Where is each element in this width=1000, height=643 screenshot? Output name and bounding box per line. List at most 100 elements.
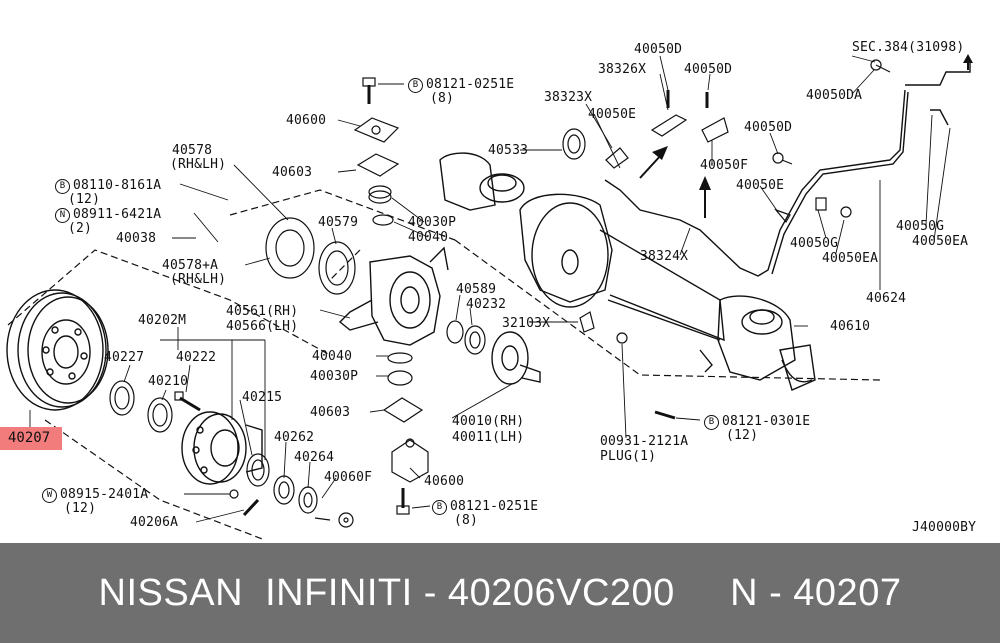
breather-32103X	[579, 311, 595, 333]
callout-c40: 40610	[830, 319, 870, 334]
callout-text: 32103X	[502, 316, 551, 331]
breather-tube	[604, 60, 971, 277]
callout-c32: (RH&LH)	[170, 272, 226, 287]
seal-40579	[318, 241, 356, 295]
callout-c56: 40600	[424, 474, 464, 489]
callout-text: 40030P	[310, 369, 359, 384]
nut-40264	[298, 486, 318, 514]
callout-text: 40603	[310, 405, 351, 420]
callout-c25: 40040	[408, 230, 448, 245]
callout-text: 40040	[312, 349, 353, 364]
callout-text: 40060F	[324, 470, 373, 485]
callout-c44: 40210	[148, 374, 188, 389]
callout-text: 40227	[104, 350, 145, 365]
diagram-artwork	[6, 54, 973, 541]
callout-text: 38323X	[544, 90, 593, 105]
callout-text: (12)	[726, 428, 759, 443]
callout-c49: 40011(LH)	[452, 430, 524, 445]
bolt-40222	[174, 391, 201, 412]
callout-c37: 40566(LH)	[226, 319, 298, 334]
ref-code: J40000BY	[912, 520, 977, 535]
leader-lines	[29, 55, 951, 523]
callout-text: 40578	[172, 143, 213, 158]
callout-text: 40262	[274, 430, 315, 445]
callout-text: 40202M	[138, 313, 187, 328]
callout-c13: (RH&LH)	[170, 157, 226, 172]
clip-40050F	[701, 117, 729, 143]
callout-text: (8)	[430, 91, 455, 106]
callout-c51: (12)	[726, 428, 758, 443]
callout-text: PLUG(1)	[600, 449, 657, 464]
callout-c4: SEC.384(31098)	[852, 40, 964, 55]
callout-text: SEC.384(31098)	[852, 40, 965, 55]
direction-arrows	[639, 60, 969, 218]
callout-text: 40050DA	[806, 88, 863, 103]
callout-text: 40222	[176, 350, 217, 365]
callout-text: 40050G	[790, 236, 839, 251]
callout-text: 40579	[318, 215, 359, 230]
bearing-40210	[147, 397, 173, 433]
callout-text: 40038	[116, 231, 157, 246]
bolt-08121-0301E	[654, 410, 676, 420]
callout-c46: 40215	[242, 390, 282, 405]
callout-text: 08121-0251E	[450, 499, 539, 514]
clip-40050EA	[840, 206, 852, 218]
footer-title: NISSAN INFINITI - 40206VC200 N - 40207	[98, 572, 902, 614]
callout-c55: 40264	[294, 450, 334, 465]
callout-c26: 40050G	[790, 236, 838, 251]
callout-text: 40050F	[700, 158, 749, 173]
callout-text: 40040	[408, 230, 449, 245]
callout-c42: 40222	[176, 350, 216, 365]
callout-text: 40030P	[408, 215, 457, 230]
callout-text: 40050D	[684, 62, 733, 77]
callout-c19: (12)	[68, 192, 100, 207]
highlight-text: 40207	[8, 430, 51, 446]
callout-c59: (12)	[64, 501, 96, 516]
plug-00931	[616, 332, 628, 344]
kingpin-cap-lower	[391, 438, 429, 483]
callout-text: 40050E	[588, 107, 637, 122]
callout-c34: 40232	[466, 297, 506, 312]
clip-38323X	[605, 147, 629, 169]
callout-text: 40589	[456, 282, 497, 297]
kingpin-seal-lower	[387, 352, 413, 364]
callout-c53: 00931-2121A	[600, 434, 688, 449]
bolt-40050DA	[870, 59, 891, 73]
callout-badge: W	[42, 488, 57, 503]
callout-text: (RH&LH)	[170, 272, 227, 287]
callout-c7: 38323X	[544, 90, 592, 105]
callout-text: (8)	[454, 513, 479, 528]
callout-text: 08911-6421A	[73, 207, 162, 222]
callout-text: (2)	[68, 221, 93, 236]
washer-40262	[273, 475, 295, 505]
callout-text: 40264	[294, 450, 335, 465]
callout-c38: 40202M	[138, 313, 186, 328]
callout-text: 08121-0251E	[426, 77, 515, 92]
callout-text: 08121-0301E	[722, 414, 811, 429]
callout-badge: B	[432, 500, 447, 515]
bolt-lower	[396, 488, 410, 515]
callout-text: 40600	[424, 474, 465, 489]
callout-c10: 40050E	[588, 107, 636, 122]
callout-text: 38326X	[598, 62, 647, 77]
brake-rotor	[6, 289, 109, 411]
bearing-40215	[246, 453, 270, 487]
callout-text: 40011(LH)	[452, 430, 525, 445]
seal-40227	[109, 380, 135, 416]
callout-c36: 40561(RH)	[226, 304, 298, 319]
callout-text: 40533	[488, 143, 529, 158]
callout-c6: (8)	[430, 91, 454, 106]
callout-c14: 40533	[488, 143, 528, 158]
callout-c21: (2)	[68, 221, 92, 236]
callout-c29: 40050EA	[822, 251, 878, 266]
callout-c9: 40600	[286, 113, 326, 128]
callout-text: 40566(LH)	[226, 319, 299, 334]
seal-40589	[446, 320, 464, 344]
arrow-head-2	[699, 176, 711, 190]
callout-badge: B	[408, 78, 423, 93]
callout-c1: 40050D	[634, 42, 682, 57]
callout-c15: 40603	[272, 165, 312, 180]
callout-text: (RH&LH)	[170, 157, 227, 172]
